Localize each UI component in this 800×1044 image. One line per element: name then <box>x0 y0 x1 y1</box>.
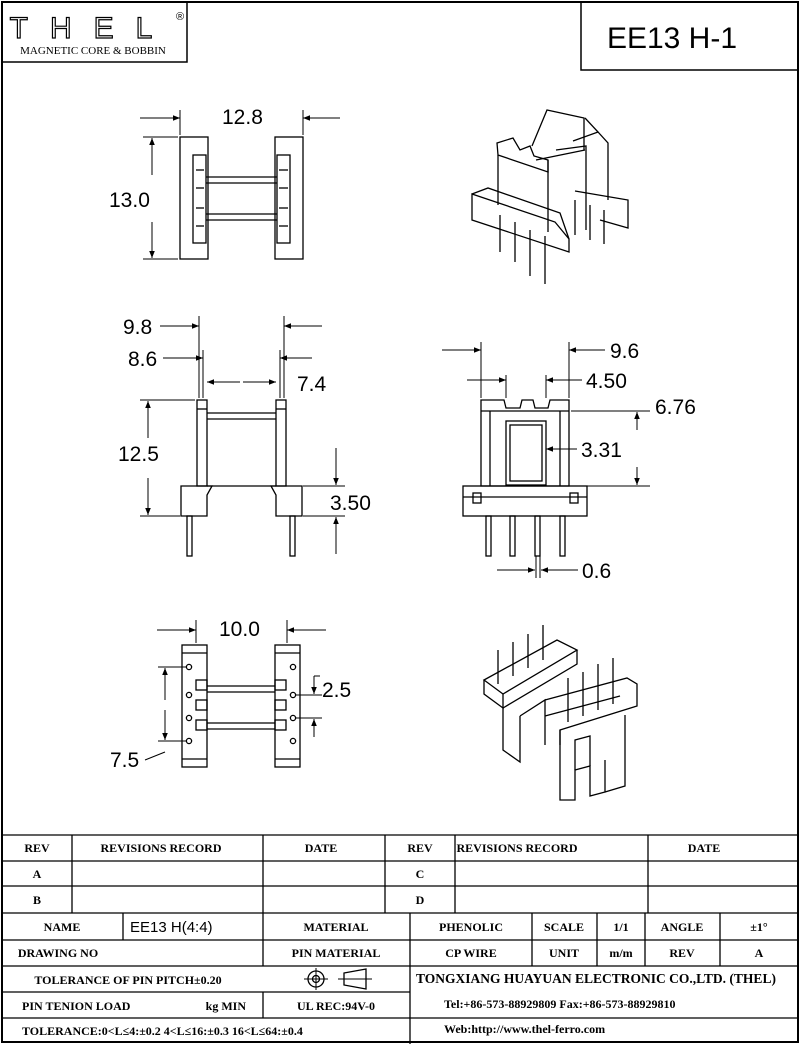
scale-value: 1/1 <box>613 920 628 934</box>
dim-pin-span: 7.5 <box>110 749 139 772</box>
drawing-no-label: DRAWING NO <box>18 946 98 960</box>
rev-header-2: REV <box>407 841 433 855</box>
ul-rec: UL REC:94V-0 <box>297 999 375 1013</box>
pin-tension-unit: kg MIN <box>206 999 247 1013</box>
dim-bottom-width: 10.0 <box>219 618 260 641</box>
front-view <box>140 316 345 557</box>
date-header-1: DATE <box>305 841 337 855</box>
dim-front-height: 12.5 <box>118 443 159 466</box>
rev-label: REV <box>669 946 695 960</box>
rev-header-1: REV <box>24 841 50 855</box>
material-value: PHENOLIC <box>439 920 503 934</box>
rev-row-d: D <box>416 893 425 907</box>
material-label: MATERIAL <box>303 920 368 934</box>
website: Web:http://www.thel-ferro.com <box>444 1022 605 1036</box>
dim-front-gap: 7.4 <box>297 373 327 396</box>
dim-side-height: 6.76 <box>655 396 696 419</box>
iso-view-top <box>471 109 629 284</box>
title-block: EE13 H-1 <box>580 1 799 71</box>
tolerance-ranges: TOLERANCE:0<L≤4:±0.2 4<L≤16:±0.3 16<L≤64… <box>22 1024 303 1038</box>
revisions-record-header-2: REVISIONS RECORD <box>456 841 577 855</box>
unit-label: UNIT <box>549 946 579 960</box>
scale-label: SCALE <box>544 920 584 934</box>
logo-block: THEL ® MAGNETIC CORE & BOBBIN <box>1 1 188 63</box>
dim-side-inner: 4.50 <box>586 370 627 393</box>
pin-material-value: CP WIRE <box>445 946 496 960</box>
angle-label: ANGLE <box>661 920 704 934</box>
pin-material-label: PIN MATERIAL <box>292 946 381 960</box>
name-value: EE13 H(4:4) <box>130 919 213 936</box>
rev-value: A <box>755 946 764 960</box>
tel-fax: Tel:+86-573-88929809 Fax:+86-573-8892981… <box>444 997 676 1011</box>
side-view <box>442 342 650 578</box>
rev-row-a: A <box>33 867 42 881</box>
unit-value: m/m <box>609 946 632 960</box>
part-title: EE13 H-1 <box>607 22 737 55</box>
title-block-table <box>2 834 798 1044</box>
rev-row-c: C <box>416 867 425 881</box>
dim-pin-pitch: 2.5 <box>322 679 351 702</box>
date-header-2: DATE <box>688 841 720 855</box>
company-name: TONGXIANG HUAYUAN ELECTRONIC CO.,LTD. (T… <box>416 971 776 986</box>
name-label: NAME <box>44 920 81 934</box>
logo-text: THEL <box>10 12 175 45</box>
iso-view-bottom <box>482 625 638 801</box>
dim-pin-dia: 0.6 <box>582 560 611 583</box>
dim-front-inner: 8.6 <box>128 348 157 371</box>
top-view <box>140 110 340 260</box>
dim-side-outer: 9.6 <box>610 340 639 363</box>
logo-subtitle: MAGNETIC CORE & BOBBIN <box>20 45 166 57</box>
dim-top-height: 13.0 <box>109 189 150 212</box>
revisions-record-header-1: REVISIONS RECORD <box>100 841 221 855</box>
dim-front-outer: 9.8 <box>123 316 152 339</box>
pin-tension-label: PIN TENION LOAD <box>22 999 131 1013</box>
registered-mark: ® <box>176 11 184 23</box>
bottom-view <box>144 620 326 768</box>
rev-row-b: B <box>33 893 41 907</box>
dim-front-base: 3.50 <box>330 492 371 515</box>
tolerance-pitch: TOLERANCE OF PIN PITCH±0.20 <box>34 973 221 987</box>
dim-top-width: 12.8 <box>222 106 263 129</box>
angle-value: ±1° <box>750 920 768 934</box>
dim-side-window: 3.31 <box>581 439 622 462</box>
